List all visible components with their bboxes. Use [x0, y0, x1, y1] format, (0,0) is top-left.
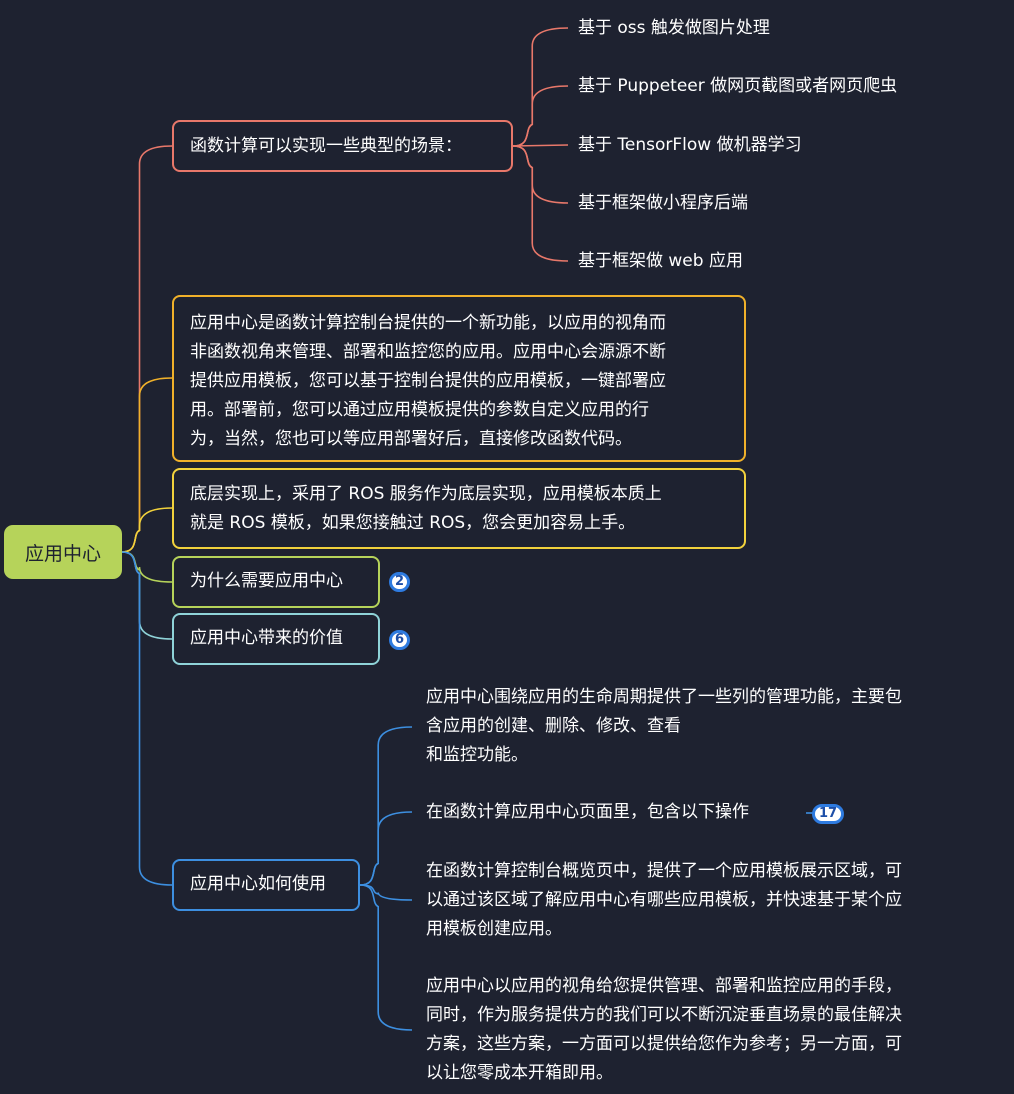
link-root-scenarios — [121, 145, 173, 553]
branch-intro[interactable]: 应用中心是函数计算控制台提供的一个新功能，以应用的视角而 非函数视角来管理、部署… — [172, 295, 746, 462]
branch-usage[interactable]: 应用中心如何使用 — [172, 859, 360, 911]
branch-scenarios[interactable]: 函数计算可以实现一些典型的场景： — [172, 120, 513, 172]
leaf-miniprogram[interactable]: 基于框架做小程序后端 — [578, 193, 748, 213]
branch-ros[interactable]: 底层实现上，采用了 ROS 服务作为底层实现，应用模板本质上 就是 ROS 模板… — [172, 468, 746, 549]
link-usage-leaf — [359, 884, 413, 1031]
leaf-app-perspective[interactable]: 应用中心以应用的视角给您提供管理、部署和监控应用的手段， 同时，作为服务提供方的… — [426, 976, 902, 1083]
link-scenario-leaf — [512, 144, 569, 147]
link-scenario-leaf — [512, 145, 569, 262]
branch-value[interactable]: 应用中心带来的价值 — [172, 613, 380, 665]
link-root-usage — [121, 551, 173, 886]
root-node[interactable]: 应用中心 — [4, 525, 122, 579]
leaf-puppeteer[interactable]: 基于 Puppeteer 做网页截图或者网页爬虫 — [578, 76, 898, 96]
link-usage-leaf — [359, 726, 413, 886]
link-root-value — [121, 551, 173, 640]
count-badge-value[interactable]: 6 — [389, 630, 410, 650]
link-root-why — [121, 551, 173, 583]
leaf-tensorflow[interactable]: 基于 TensorFlow 做机器学习 — [578, 135, 802, 155]
leaf-template-area[interactable]: 在函数计算控制台概览页中，提供了一个应用模板展示区域，可 以通过该区域了解应用中… — [426, 861, 902, 939]
leaf-web-app[interactable]: 基于框架做 web 应用 — [578, 251, 743, 271]
link-usage-leaf — [359, 884, 413, 901]
link-root-intro — [121, 377, 173, 553]
leaf-lifecycle[interactable]: 应用中心围绕应用的生命周期提供了一些列的管理功能，主要包 含应用的创建、删除、修… — [426, 687, 902, 765]
leaf-oss-image[interactable]: 基于 oss 触发做图片处理 — [578, 18, 770, 38]
branch-why[interactable]: 为什么需要应用中心 — [172, 556, 380, 608]
count-badge-operations[interactable]: 17 — [812, 804, 844, 824]
link-scenario-leaf — [512, 85, 569, 147]
count-badge-why[interactable]: 2 — [389, 572, 410, 592]
link-usage-leaf — [359, 811, 413, 886]
leaf-operations[interactable]: 在函数计算应用中心页面里，包含以下操作 — [426, 802, 749, 822]
link-root-ros — [121, 507, 173, 553]
